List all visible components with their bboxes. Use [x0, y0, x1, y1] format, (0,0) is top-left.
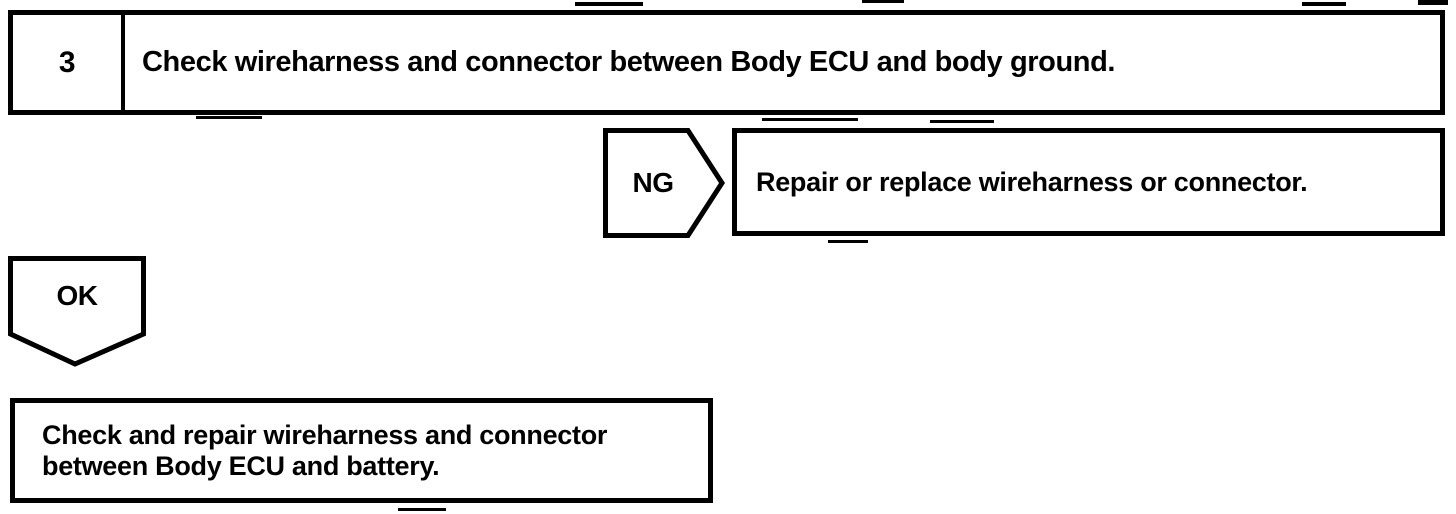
ng-connector-shape: [603, 128, 725, 238]
ng-pentagon: [603, 128, 725, 238]
step-number: 3: [58, 45, 76, 79]
ok-action-box: Check and repair wireharness and connect…: [10, 398, 713, 503]
scan-artifact: [1418, 0, 1448, 5]
ng-action-box: Repair or replace wireharness or connect…: [732, 128, 1445, 236]
step-box: 3 Check wireharness and connector betwee…: [8, 10, 1445, 115]
ok-connector-shape: [8, 256, 146, 367]
scan-artifact: [398, 508, 446, 511]
ok-label: OK: [56, 280, 99, 311]
scan-artifact: [196, 116, 262, 119]
scan-artifact: [575, 2, 643, 6]
ng-action-text: Repair or replace wireharness or connect…: [756, 166, 1308, 197]
scan-artifact: [1302, 2, 1346, 6]
scan-artifact: [828, 240, 868, 243]
step-instruction: Check wireharness and connector between …: [142, 46, 1116, 78]
ok-action-line-1: Check and repair wireharness and connect…: [42, 419, 608, 450]
ok-action-line-2: between Body ECU and battery.: [42, 450, 440, 481]
ng-label: NG: [632, 167, 675, 198]
scan-artifact: [570, 110, 610, 113]
scan-artifact: [762, 118, 858, 121]
scan-artifact: [930, 120, 994, 123]
scan-artifact: [862, 0, 904, 3]
ok-pentagon: [8, 256, 146, 367]
step-number-cell: 3: [13, 15, 125, 110]
